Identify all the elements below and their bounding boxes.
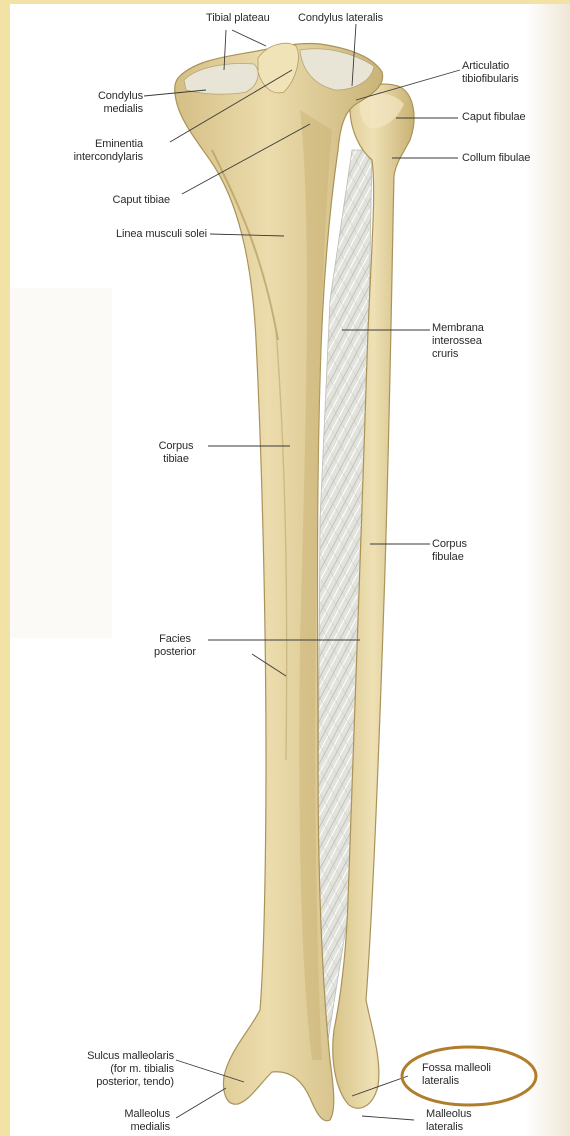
label-facies-posterior: Facies posterior [142, 633, 208, 659]
label-caput-tibiae: Caput tibiae [112, 194, 170, 207]
label-condylus-medialis: Condylus medialis [98, 90, 143, 116]
label-linea-musculi-solei: Linea musculi solei [116, 228, 207, 241]
label-membrana-interossea-cruris: Membrana interossea cruris [432, 322, 484, 361]
label-fossa-malleoli-lateralis: Fossa malleoli lateralis [422, 1062, 491, 1088]
label-collum-fibulae: Collum fibulae [462, 152, 530, 165]
label-tibial-plateau: Tibial plateau [206, 12, 270, 25]
label-caput-fibulae: Caput fibulae [462, 111, 526, 124]
label-malleolus-medialis: Malleolus medialis [124, 1108, 170, 1134]
label-articulatio-tibiofibularis: Articulatio tibiofibularis [462, 60, 519, 86]
label-corpus-tibiae: Corpus tibiae [146, 440, 206, 466]
label-malleolus-lateralis: Malleolus lateralis [426, 1108, 472, 1134]
label-corpus-fibulae: Corpus fibulae [432, 538, 467, 564]
label-condylus-lateralis: Condylus lateralis [298, 12, 383, 25]
label-sulcus-malleolaris: Sulcus malleolaris (for m. tibialis post… [87, 1050, 174, 1089]
label-eminentia-intercondylaris: Eminentia intercondylaris [74, 138, 143, 164]
